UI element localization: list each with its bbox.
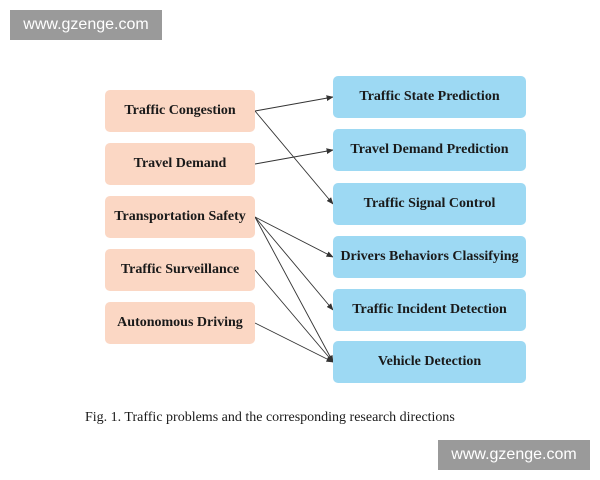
problem-traffic-surveillance: Traffic Surveillance <box>105 249 255 291</box>
direction-traffic-signal-control: Traffic Signal Control <box>333 183 526 225</box>
problem-traffic-congestion: Traffic Congestion <box>105 90 255 132</box>
watermark-top: www.gzenge.com <box>10 10 162 40</box>
direction-vehicle-detection: Vehicle Detection <box>333 341 526 383</box>
problem-autonomous-driving: Autonomous Driving <box>105 302 255 344</box>
direction-travel-demand-prediction: Travel Demand Prediction <box>333 129 526 171</box>
arrow-travel-demand-to-travel-demand-prediction <box>254 148 334 165</box>
direction-drivers-behaviors-classifying: Drivers Behaviors Classifying <box>333 236 526 278</box>
arrow-transportation-safety-to-traffic-incident-detection <box>254 216 334 311</box>
arrow-transportation-safety-to-vehicle-detection <box>254 216 334 363</box>
arrow-autonomous-driving-to-vehicle-detection <box>254 322 334 363</box>
direction-traffic-state-prediction: Traffic State Prediction <box>333 76 526 118</box>
problem-travel-demand: Travel Demand <box>105 143 255 185</box>
arrow-traffic-surveillance-to-vehicle-detection <box>254 269 334 363</box>
watermark-bottom: www.gzenge.com <box>438 440 590 470</box>
problem-transportation-safety: Transportation Safety <box>105 196 255 238</box>
arrow-traffic-congestion-to-traffic-signal-control <box>254 110 334 205</box>
figure-caption: Fig. 1. Traffic problems and the corresp… <box>85 410 455 425</box>
arrow-transportation-safety-to-drivers-behaviors-classifying <box>254 216 334 258</box>
arrow-traffic-congestion-to-traffic-state-prediction <box>254 95 334 112</box>
direction-traffic-incident-detection: Traffic Incident Detection <box>333 289 526 331</box>
